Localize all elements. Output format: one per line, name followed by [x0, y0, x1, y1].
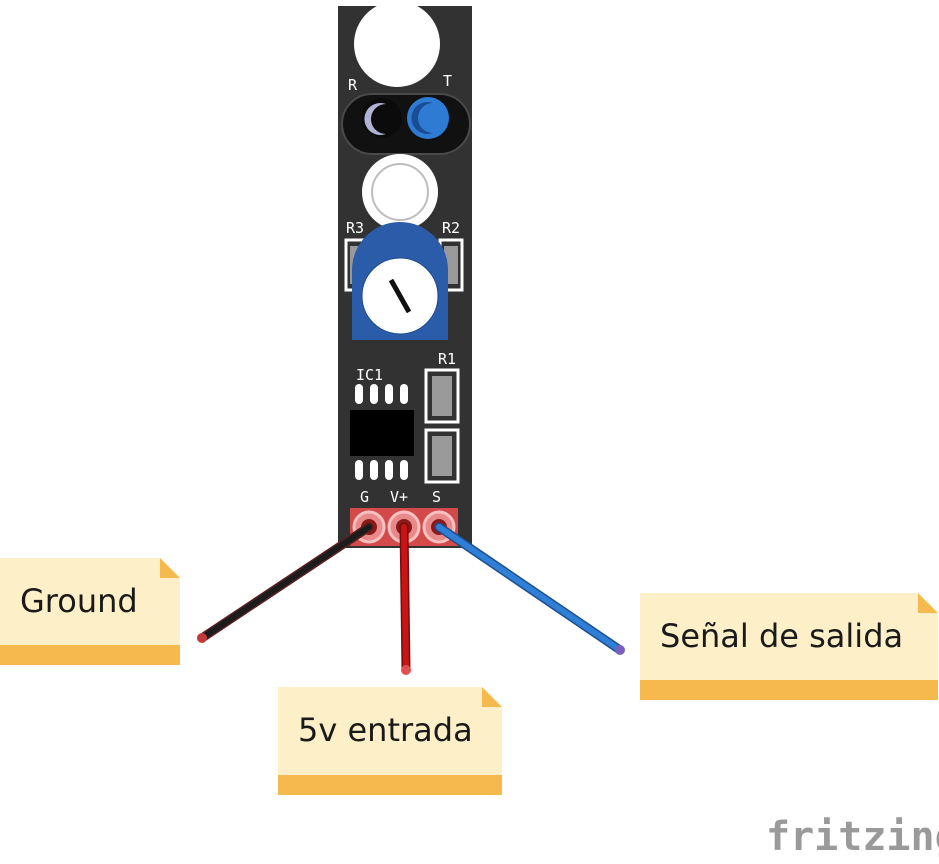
note-vin-text: 5v entrada — [298, 711, 473, 749]
bottom-led — [362, 154, 438, 230]
resistor-r1 — [424, 368, 460, 424]
note-ground-text: Ground — [20, 582, 138, 620]
ic1-chip — [350, 384, 414, 480]
label-pin-s: S — [432, 488, 441, 506]
top-led — [354, 1, 440, 87]
ir-emitter-receiver — [341, 93, 471, 155]
note-ground: Ground — [0, 558, 180, 665]
potentiometer — [352, 222, 448, 340]
note-vin: 5v entrada — [278, 687, 502, 795]
label-ic1: IC1 — [356, 366, 383, 384]
pot-slot — [388, 278, 412, 314]
label-pin-v: V+ — [390, 488, 408, 506]
label-r1: R1 — [438, 350, 456, 368]
label-r2: R2 — [442, 219, 460, 237]
label-r3: R3 — [346, 219, 364, 237]
resistor-r4 — [424, 428, 460, 484]
label-r: R — [348, 76, 358, 94]
fritzing-logo: fritzing — [766, 814, 939, 860]
sensor-module: R T R3 R2 R1 IC1 — [338, 1, 472, 548]
wires — [197, 522, 625, 675]
label-pin-g: G — [360, 488, 369, 506]
label-t: T — [443, 72, 452, 90]
note-signal: Señal de salida — [640, 593, 938, 700]
note-signal-text: Señal de salida — [660, 617, 903, 655]
